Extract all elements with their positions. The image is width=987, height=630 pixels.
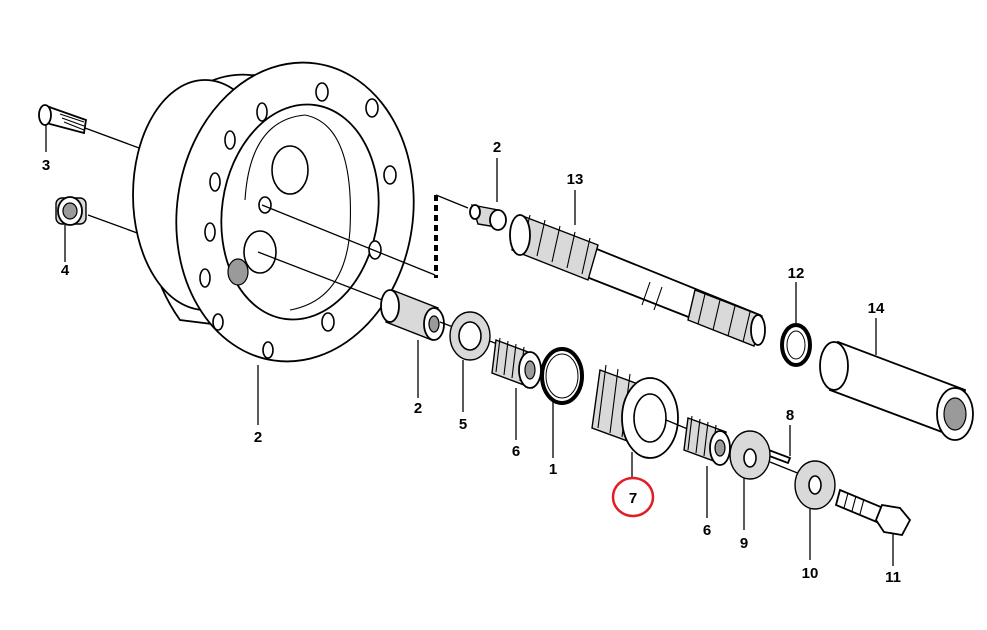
part-2-sleeve[interactable] xyxy=(380,289,445,341)
axis-line-lower xyxy=(257,251,391,304)
label-3: 3 xyxy=(42,157,50,174)
part-7-gear[interactable] xyxy=(591,364,679,459)
label-9: 9 xyxy=(740,535,748,552)
part-13-shaft[interactable] xyxy=(509,214,766,347)
label-12: 12 xyxy=(788,265,805,282)
part-3-bolt[interactable] xyxy=(38,104,151,153)
part-1-ring[interactable] xyxy=(540,347,584,405)
axis-line-4 xyxy=(87,214,141,235)
part-9-washer[interactable] xyxy=(729,430,771,480)
axis-line-top xyxy=(435,194,469,209)
label-7: 7 xyxy=(629,490,637,507)
label-14: 14 xyxy=(868,300,885,317)
label-4: 4 xyxy=(61,262,70,279)
label-8: 8 xyxy=(786,407,794,424)
axis-line-washer xyxy=(769,461,801,475)
part-4-plug[interactable] xyxy=(55,196,141,235)
part-5-washer[interactable] xyxy=(449,311,491,361)
label-6-right: 6 xyxy=(703,522,711,539)
part-2-housing[interactable] xyxy=(132,47,433,377)
label-1: 1 xyxy=(549,461,557,478)
part-12-snap-ring[interactable] xyxy=(780,323,812,367)
label-5: 5 xyxy=(459,416,467,433)
part-11-hex-bolt[interactable] xyxy=(834,488,912,536)
label-2-sleeve: 2 xyxy=(414,400,422,417)
part-14-sleeve[interactable] xyxy=(819,340,974,441)
label-13: 13 xyxy=(567,171,584,188)
label-2-housing: 2 xyxy=(254,429,262,446)
highlight-circle xyxy=(611,476,655,518)
part-6-bearing-left[interactable] xyxy=(491,337,542,389)
label-2-plug: 2 xyxy=(493,139,501,156)
part-10-washer[interactable] xyxy=(794,460,836,510)
part-2-plug[interactable] xyxy=(469,204,507,231)
axis-line-right xyxy=(665,419,691,431)
label-10: 10 xyxy=(802,565,819,582)
axis-line-upper xyxy=(261,204,436,276)
part-6-bearing-right[interactable] xyxy=(683,415,731,466)
label-11: 11 xyxy=(885,569,901,586)
label-6-left: 6 xyxy=(512,443,520,460)
